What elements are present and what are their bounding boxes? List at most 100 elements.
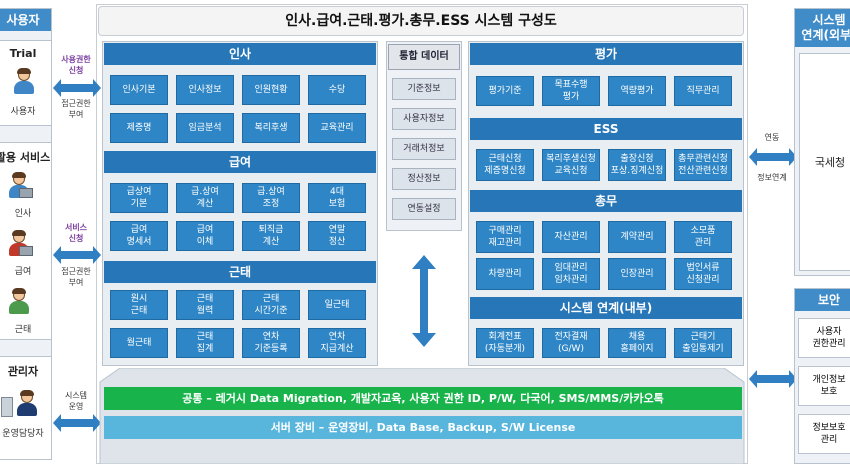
geuntae-header: 근태 bbox=[104, 261, 376, 283]
internal-header: 시스템 연계(내부) bbox=[470, 297, 742, 319]
user-icon bbox=[7, 230, 33, 257]
chongmu-item: 구매관리 재고관리 bbox=[476, 221, 534, 253]
connector-label-top: 시스템 운영 bbox=[64, 391, 88, 411]
geupyeo-item: 급.상여 계산 bbox=[176, 183, 234, 213]
pyeongga-header: 평가 bbox=[470, 43, 742, 65]
insa-item: 임금분석 bbox=[176, 113, 234, 143]
chongmu-item: 차량관리 bbox=[476, 258, 534, 290]
geuntae-item: 월근태 bbox=[110, 328, 168, 358]
geupyeo-item: 급여 명세서 bbox=[110, 221, 168, 251]
geupyeo-item: 퇴직금 계산 bbox=[242, 221, 300, 251]
integrated-item: 거래처정보 bbox=[392, 138, 456, 160]
integrated-item: 사용자정보 bbox=[392, 108, 456, 130]
pyeongga-item: 평가기준 bbox=[476, 76, 534, 106]
geupyeo-item: 급상여 기본 bbox=[110, 183, 168, 213]
vertical-arrow bbox=[412, 255, 436, 347]
server-icon bbox=[1, 397, 13, 417]
geuntae-item: 근태 집계 bbox=[176, 328, 234, 358]
security-item: 개인정보 보호 bbox=[798, 366, 850, 406]
external-header: 시스템 연계(외부) bbox=[795, 9, 850, 47]
connector-arrow bbox=[53, 79, 101, 97]
users-header: 사용자 bbox=[0, 9, 51, 31]
user-icon bbox=[7, 288, 31, 315]
common-bar-label: 공통 – 레거시 Data Migration, 개발자교육, 사용자 권한 I… bbox=[182, 392, 664, 405]
ess-item: 근태신청 제증명신청 bbox=[476, 149, 534, 181]
internal-item: 근태기 출입통제기 bbox=[674, 328, 732, 358]
connector-label-top: 서비스 신청 bbox=[64, 223, 88, 243]
geuntae-item: 근태 시간기준 bbox=[242, 290, 300, 320]
integrated-header: 통합 데이터 bbox=[388, 44, 460, 70]
chongmu-item: 계약관리 bbox=[608, 221, 666, 253]
geuntae-item: 원시 근태 bbox=[110, 290, 168, 320]
security-arrow bbox=[749, 370, 797, 388]
connector-arrow bbox=[53, 246, 101, 264]
group-title: 관리자 bbox=[7, 365, 39, 378]
insa-item: 수당 bbox=[308, 75, 366, 105]
integrated-item: 기준정보 bbox=[392, 78, 456, 100]
internal-item: 전자결재 (G/W) bbox=[542, 328, 600, 358]
geupyeo-item: 급.상여 조정 bbox=[242, 183, 300, 213]
admin-icon bbox=[15, 390, 39, 417]
connector-label-bottom: 접근권한 부여 bbox=[61, 99, 91, 119]
geuntae-item: 근태 월력 bbox=[176, 290, 234, 320]
chongmu-item: 법인서류 신청관리 bbox=[674, 258, 732, 290]
link-label-bottom: 정보연계 bbox=[757, 173, 787, 182]
integrated-item: 연동설정 bbox=[392, 198, 456, 220]
server-bar-label: 서버 장비 – 운영장비, Data Base, Backup, S/W Lic… bbox=[270, 421, 576, 434]
common-bar: 공통 – 레거시 Data Migration, 개발자교육, 사용자 권한 I… bbox=[104, 387, 742, 410]
insa-item: 복리후생 bbox=[242, 113, 300, 143]
ess-item: 총무관련신청 전산관련신청 bbox=[674, 149, 732, 181]
link-label-top: 연동 bbox=[764, 133, 780, 142]
person-label: 근태 bbox=[14, 325, 32, 335]
connector-arrow bbox=[53, 414, 101, 432]
security-item: 사용자 권한관리 bbox=[798, 318, 850, 358]
ess-item: 복리후생신청 교육신청 bbox=[542, 149, 600, 181]
connector-label-top: 사용권한 신청 bbox=[61, 55, 91, 75]
insa-item: 인사정보 bbox=[176, 75, 234, 105]
geupyeo-header: 급여 bbox=[104, 151, 376, 173]
chongmu-item: 인장관리 bbox=[608, 258, 666, 290]
geupyeo-item: 4대 보험 bbox=[308, 183, 366, 213]
security-header: 보안 bbox=[795, 289, 850, 311]
ess-header: ESS bbox=[470, 118, 742, 140]
insa-item: 교육관리 bbox=[308, 113, 366, 143]
insa-item: 제증명 bbox=[110, 113, 168, 143]
group-title: 활용 서비스 bbox=[0, 151, 51, 164]
insa-item: 인원현황 bbox=[242, 75, 300, 105]
group-admin: 관리자 운영담당자 bbox=[0, 356, 52, 460]
group-service: 활용 서비스 인사 급여 근태 bbox=[0, 142, 52, 340]
security-item: 정보보호 관리 bbox=[798, 414, 850, 454]
external-item-label: 국세청 bbox=[814, 156, 846, 169]
geupyeo-item: 연말 정산 bbox=[308, 221, 366, 251]
external-item: 국세청 bbox=[799, 53, 850, 271]
user-icon bbox=[12, 68, 36, 95]
geuntae-item: 연차 지급계산 bbox=[308, 328, 366, 358]
pyeongga-item: 직무관리 bbox=[674, 76, 732, 106]
person-label: 인사 bbox=[14, 209, 32, 219]
chongmu-item: 소모품 관리 bbox=[674, 221, 732, 253]
person-label: 사용자 bbox=[10, 107, 36, 117]
page-title: 인사.급여.근태.평가.총무.ESS 시스템 구성도 bbox=[285, 13, 557, 29]
internal-item: 회계전표 (자동분개) bbox=[476, 328, 534, 358]
title-bar: 인사.급여.근태.평가.총무.ESS 시스템 구성도 bbox=[98, 6, 744, 36]
group-title: Trial bbox=[9, 47, 37, 60]
server-bar: 서버 장비 – 운영장비, Data Base, Backup, S/W Lic… bbox=[104, 416, 742, 439]
chongmu-header: 총무 bbox=[470, 190, 742, 212]
geuntae-item: 연차 기준등록 bbox=[242, 328, 300, 358]
integrated-item: 정산정보 bbox=[392, 168, 456, 190]
user-icon bbox=[7, 172, 33, 199]
chongmu-item: 자산관리 bbox=[542, 221, 600, 253]
internal-item: 채용 홈페이지 bbox=[608, 328, 666, 358]
external-panel: 시스템 연계(외부) 국세청 bbox=[794, 8, 850, 276]
connector-label-bottom: 접근권한 부여 bbox=[61, 267, 91, 287]
pyeongga-item: 역량평가 bbox=[608, 76, 666, 106]
geupyeo-item: 급여 이체 bbox=[176, 221, 234, 251]
insa-item: 인사기본 bbox=[110, 75, 168, 105]
chongmu-item: 임대관리 임차관리 bbox=[542, 258, 600, 290]
pyeongga-item: 목표수행 평가 bbox=[542, 76, 600, 106]
ess-item: 출장신청 포상.징계신청 bbox=[608, 149, 666, 181]
insa-header: 인사 bbox=[104, 43, 376, 65]
group-trial: Trial 사용자 bbox=[0, 40, 52, 126]
person-label: 급여 bbox=[14, 267, 32, 277]
person-label: 운영담당자 bbox=[2, 429, 44, 439]
